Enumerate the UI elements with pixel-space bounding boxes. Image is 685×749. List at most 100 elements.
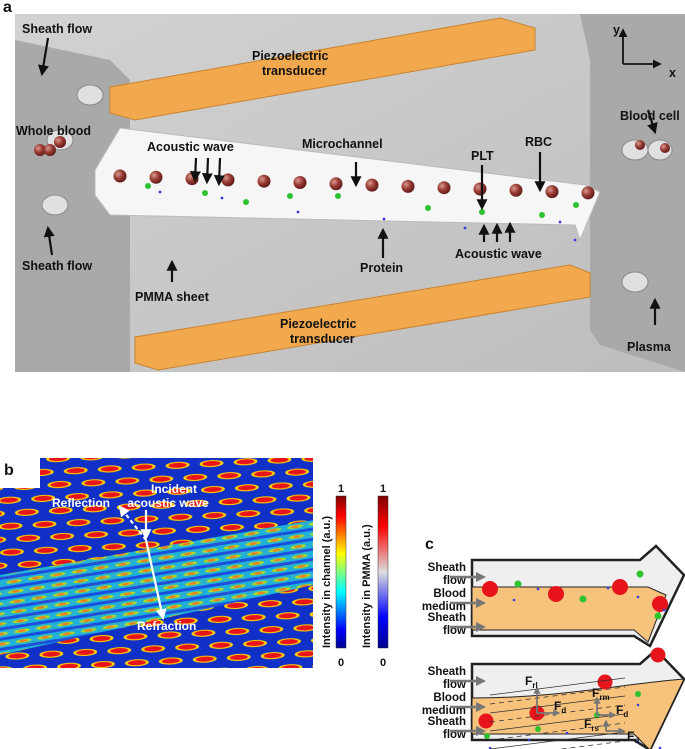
rbc-cell: [548, 586, 564, 602]
platelet: [539, 212, 545, 218]
label-plt: PLT: [471, 149, 494, 163]
label-acoustic-wave-bottom: Acoustic wave: [455, 247, 542, 261]
tubes: [41, 84, 673, 293]
protein-dot: [573, 238, 577, 242]
colorbar-channel-max: 1: [338, 483, 344, 495]
axis-y-label: y: [613, 23, 620, 37]
platelet: [484, 733, 490, 739]
streamline: [489, 704, 626, 723]
platelet: [654, 612, 662, 620]
force-subscript: rl: [532, 681, 537, 690]
label-refraction: Refraction: [137, 619, 196, 633]
rbc-cell: [581, 186, 595, 200]
label-transducer-top: Piezoelectric: [252, 49, 328, 63]
panel-label-b: b: [4, 462, 14, 479]
platelet: [514, 580, 522, 588]
label-reflection: Reflection: [52, 496, 110, 510]
force-symbol: F: [616, 703, 623, 717]
label-protein: Protein: [360, 261, 403, 275]
rbc-cell: [329, 177, 343, 191]
label-microchannel: Microchannel: [302, 137, 383, 151]
label-sheath-flow-2: Sheath: [428, 612, 466, 624]
c-bottom-schematic: SheathflowBloodmediumSheathflowFrlFdFrmF…: [422, 647, 685, 749]
label-sheath-flow-bottom: Sheath flow: [22, 259, 92, 273]
streamline: [489, 731, 626, 749]
force-symbol: F: [592, 686, 599, 700]
rbc-cell: [257, 174, 271, 188]
protein-dot: [463, 226, 467, 230]
label-pmma-sheet: PMMA sheet: [135, 290, 210, 304]
protein-dot: [636, 703, 640, 707]
axis-x-label: x: [669, 66, 676, 80]
force-subscript: rs: [591, 724, 599, 733]
inlet-cell: [44, 144, 56, 156]
rbc-cell: [221, 173, 235, 187]
platelet: [335, 193, 341, 199]
outlet-cell: [660, 143, 670, 153]
protein-dot: [488, 746, 492, 749]
force-label-d: Fd: [554, 699, 566, 715]
label-transducer-bottom-2: transducer: [290, 332, 355, 346]
label-sheath-flow-1: Sheath: [428, 666, 466, 678]
protein-dot: [382, 217, 386, 221]
rbc-cell: [473, 182, 487, 196]
rbc-cell: [113, 169, 127, 183]
force-label-d: Fd: [616, 703, 628, 719]
platelet: [145, 183, 151, 189]
rbc-cell: [365, 178, 379, 192]
rbc-cell: [482, 581, 498, 597]
rbc-cell: [650, 647, 666, 663]
rbc-cell: [437, 181, 451, 195]
force-subscript: rm: [599, 693, 609, 702]
protein-dot: [296, 210, 300, 214]
colorbar-pmma-min: 0: [380, 657, 386, 669]
platelet: [573, 202, 579, 208]
colorbar-channel-label: Intensity in channel (a.u.): [321, 516, 333, 648]
colorbar-channel-min: 0: [338, 657, 344, 669]
force-symbol: F: [627, 729, 634, 743]
panel-a: y x a Sheath flow Whole blood Sheath flo…: [3, 0, 685, 372]
rbc-cell: [652, 596, 668, 612]
label-whole-blood: Whole blood: [16, 124, 91, 138]
protein-dot: [512, 598, 516, 602]
force-subscript: d: [634, 736, 639, 745]
label-transducer-bottom: Piezoelectric: [280, 317, 356, 331]
protein-dot: [536, 587, 540, 591]
platelet: [535, 726, 541, 732]
rbc-cell: [478, 713, 494, 729]
colorbar-pmma-label: Intensity in PMMA (a.u.): [361, 524, 373, 648]
force-label-rs: Frs: [584, 717, 599, 733]
streamline: [489, 677, 626, 696]
platelet: [479, 209, 485, 215]
label-plasma: Plasma: [627, 340, 672, 354]
force-symbol: F: [525, 674, 532, 688]
colorbar-pmma-max: 1: [380, 483, 386, 495]
rbc-cell: [401, 179, 415, 193]
force-label-rl: Frl: [525, 674, 538, 690]
platelet: [636, 570, 644, 578]
platelet: [425, 205, 431, 211]
rbc-cell: [597, 674, 613, 690]
label-acoustic-wave-top: Acoustic wave: [147, 140, 234, 154]
platelet: [202, 190, 208, 196]
panel-label-c: c: [425, 536, 434, 553]
rbc-cell: [185, 172, 199, 186]
protein-dot: [606, 586, 610, 590]
platelet: [635, 691, 641, 697]
piezo-transducer-top: [109, 17, 536, 121]
protein-dot: [658, 746, 662, 749]
platelet: [579, 595, 587, 603]
streamline: [489, 686, 626, 705]
protein-dot: [662, 608, 666, 612]
axes-icon: [618, 28, 662, 69]
blood-medium-band: [471, 586, 667, 643]
colorbar-pmma: [377, 495, 389, 649]
left-inlet-block: [15, 40, 130, 372]
force-subscript: d: [561, 706, 566, 715]
rbc-cell: [612, 579, 628, 595]
protein-dot: [527, 738, 531, 742]
streamline: [489, 713, 626, 732]
colorbar-channel: [335, 495, 347, 649]
inlet-cell: [34, 144, 46, 156]
